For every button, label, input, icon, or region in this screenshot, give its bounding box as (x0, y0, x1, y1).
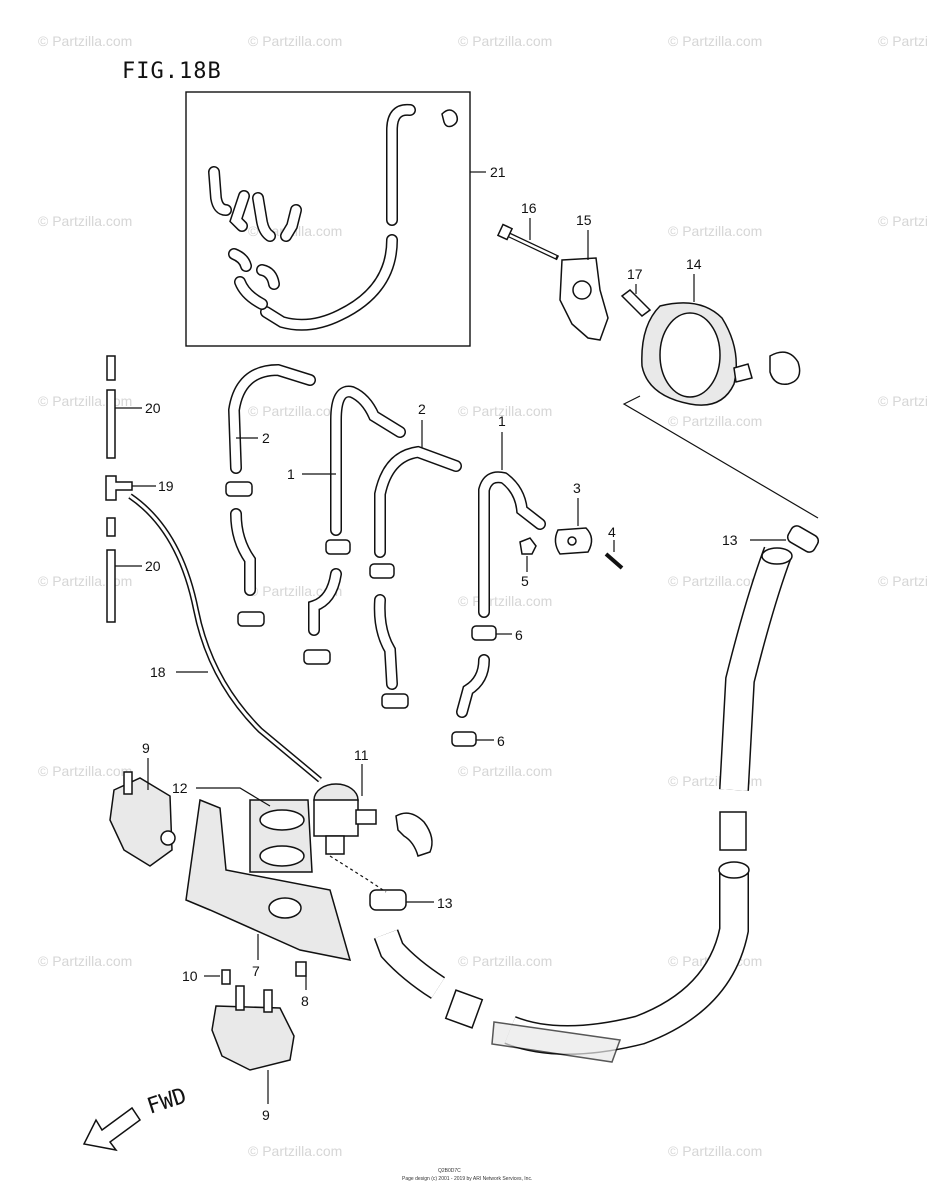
callout-14: 14 (686, 256, 702, 272)
watermark: © Partzilla.com (38, 573, 132, 589)
part-4-screw[interactable]: 4 (604, 524, 624, 570)
callout-4: 4 (608, 524, 616, 540)
watermark: © Partzilla.com (668, 1143, 762, 1159)
part-15-bracket[interactable]: 15 (559, 212, 609, 341)
callout-9-lower: 9 (262, 1107, 270, 1123)
clamp (237, 611, 265, 627)
callout-7: 7 (252, 963, 260, 979)
clamp (369, 563, 395, 579)
part-13-clamp-upper[interactable]: 13 (722, 524, 820, 555)
figure-title: FIG.18B (122, 59, 222, 84)
callout-19: 19 (158, 478, 174, 494)
watermark: © Partzilla.com (248, 403, 342, 419)
callout-11: 11 (354, 747, 369, 763)
watermark: © Partzilla.com (878, 573, 927, 589)
callout-5: 5 (521, 573, 529, 589)
callout-13-lower: 13 (437, 895, 453, 911)
leader-14-13 (622, 395, 819, 519)
main-air-hose[interactable] (373, 546, 793, 1063)
part-10-screw[interactable]: 10 (182, 968, 231, 985)
clamp (225, 481, 253, 497)
watermark: © Partzilla.com (458, 763, 552, 779)
watermark: © Partzilla.com (38, 213, 132, 229)
watermark: © Partzilla.com (878, 33, 927, 49)
part-11-control-valve[interactable]: 11 (313, 747, 377, 855)
callout-2-left: 2 (262, 430, 270, 446)
watermark: © Partzilla.com (248, 583, 342, 599)
part-9-solenoid-lower[interactable]: 9 (211, 985, 295, 1123)
part-2-hose-left[interactable]: 2 (225, 363, 316, 627)
callout-16: 16 (521, 200, 537, 216)
watermark: © Partzilla.com (668, 413, 762, 429)
callout-10: 10 (182, 968, 198, 984)
callout-2-center: 2 (418, 401, 426, 417)
part-14-air-chamber[interactable]: 14 (641, 256, 801, 406)
part-2-hose-center[interactable]: 2 (369, 401, 462, 709)
part-18-tube[interactable]: 18 (128, 493, 322, 783)
watermark: © Partzilla.com (668, 33, 762, 49)
watermark: © Partzilla.com (248, 1143, 342, 1159)
watermark: © Partzilla.com (38, 953, 132, 969)
watermark: © Partzilla.com (38, 763, 132, 779)
part-13-clamp-lower[interactable]: 13 (369, 889, 453, 911)
callout-13-upper: 13 (722, 532, 738, 548)
watermark: © Partzilla.com (458, 593, 552, 609)
callout-6-lower: 6 (497, 733, 505, 749)
part-1-hose-left[interactable]: 1 (287, 385, 406, 665)
callout-6-upper: 6 (515, 627, 523, 643)
callout-18: 18 (150, 664, 166, 680)
watermark: © Partzilla.com (668, 223, 762, 239)
footer-code: Q2B0D7C (438, 1168, 461, 1174)
callout-8: 8 (301, 993, 309, 1009)
part-9-solenoid-upper[interactable]: 9 (109, 740, 176, 867)
footer-copyright: Page design (c) 2001 - 2019 by ARI Netwo… (402, 1176, 532, 1182)
callout-1-right: 1 (498, 413, 506, 429)
watermark: © Partzilla.com (878, 393, 927, 409)
part-17-pin[interactable]: 17 (620, 266, 652, 317)
watermark: © Partzilla.com (38, 393, 132, 409)
part-19-t-joint[interactable]: 19 (105, 475, 174, 501)
part-16-bolt[interactable]: 16 (496, 200, 560, 261)
part-7-bracket[interactable]: 7 (185, 798, 352, 979)
watermark: © Partzilla.com (458, 403, 552, 419)
fwd-label: FWD (144, 1084, 190, 1120)
callout-20-lower: 20 (145, 558, 161, 574)
part-3-gasket[interactable]: 3 (554, 480, 593, 555)
watermark: © Partzilla.com (458, 953, 552, 969)
part-1-hose-right[interactable]: 1 (451, 413, 546, 747)
callout-9-upper: 9 (142, 740, 150, 756)
part-12-holder[interactable]: 12 (172, 780, 313, 873)
leader-11-13 (329, 855, 387, 893)
part-8-screw[interactable]: 8 (295, 961, 309, 1009)
callout-1-left: 1 (287, 466, 295, 482)
part-21-hose-set[interactable]: 21 (185, 91, 506, 347)
callout-12: 12 (172, 780, 188, 796)
clamp (471, 625, 497, 641)
watermark: © Partzilla.com (878, 213, 927, 229)
part-20-pipe-lower[interactable]: 20 (106, 517, 161, 623)
callout-20-upper: 20 (145, 400, 161, 416)
watermark: © Partzilla.com (38, 33, 132, 49)
clamp (325, 539, 351, 555)
callout-17: 17 (627, 266, 643, 282)
clamp (303, 649, 331, 665)
part-6-clamp[interactable]: 6 6 (476, 627, 523, 749)
clamp (451, 731, 477, 747)
hose-elbow[interactable] (395, 812, 433, 857)
clamp (381, 693, 409, 709)
callout-3: 3 (573, 480, 581, 496)
watermark: © Partzilla.com (248, 33, 342, 49)
callout-21: 21 (490, 164, 506, 180)
watermark: © Partzilla.com (458, 33, 552, 49)
watermark: © Partzilla.com (668, 573, 762, 589)
part-20-pipe-upper[interactable]: 20 (106, 355, 161, 459)
part-5-nut[interactable]: 5 (519, 537, 537, 589)
fwd-arrow: FWD (82, 1084, 190, 1152)
callout-15: 15 (576, 212, 592, 228)
